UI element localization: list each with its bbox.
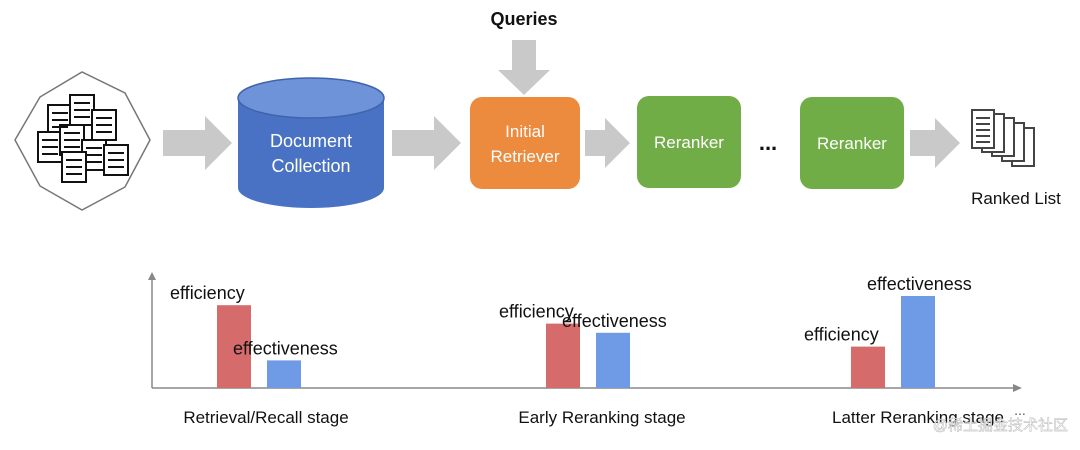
document-collection-label-line2: Collection xyxy=(271,156,350,176)
data-label-efficiency-stage-1: efficiency xyxy=(170,283,245,303)
reranker-1-label: Reranker xyxy=(654,133,724,152)
bar-efficiency-stage-2 xyxy=(546,323,580,388)
bar-efficiency-stage-1 xyxy=(217,305,251,388)
arrow-collection-to-retriever xyxy=(392,116,461,170)
query-down-arrow xyxy=(498,40,550,95)
watermark-text: @稀土掘金技术社区 xyxy=(933,417,1068,434)
stage-label-1: Retrieval/Recall stage xyxy=(183,408,348,427)
data-label-efficiency-stage-2: efficiency xyxy=(499,302,574,322)
document-pile-icon xyxy=(14,71,151,211)
reranker-1-box: Reranker xyxy=(637,96,741,188)
ranked-list-label: Ranked List xyxy=(971,189,1061,208)
document-collection-cylinder: Document Collection xyxy=(237,77,385,208)
queries-label: Queries xyxy=(490,9,557,29)
pipeline-ellipsis: ... xyxy=(759,130,777,155)
ranked-list-icon xyxy=(971,109,1035,167)
data-label-effectiveness-stage-2: effectiveness xyxy=(562,311,667,331)
data-label-effectiveness-stage-1: effectiveness xyxy=(233,338,338,358)
initial-retriever-label-line1: Initial xyxy=(505,122,545,141)
bar-effectiveness-stage-1 xyxy=(267,360,301,388)
initial-retriever-label-line2: Retriever xyxy=(491,147,560,166)
axis-ellipsis: ... xyxy=(1014,402,1026,418)
document-collection-label-line1: Document xyxy=(270,131,352,151)
arrow-docs-to-collection xyxy=(163,116,232,170)
stage-label-3: Latter Reranking stage xyxy=(832,408,1004,427)
arrow-reranker-to-ranked-list xyxy=(910,118,960,168)
bar-efficiency-stage-3 xyxy=(851,346,885,388)
data-label-efficiency-stage-3: efficiency xyxy=(804,325,879,345)
data-label-effectiveness-stage-3: effectiveness xyxy=(867,274,972,294)
arrow-retriever-to-reranker xyxy=(585,118,630,168)
initial-retriever-box: Initial Retriever xyxy=(470,97,580,189)
reranker-2-box: Reranker xyxy=(800,97,904,189)
stage-label-2: Early Reranking stage xyxy=(518,408,685,427)
bar-effectiveness-stage-2 xyxy=(596,332,630,388)
reranker-2-label: Reranker xyxy=(817,134,887,153)
bar-effectiveness-stage-3 xyxy=(901,296,935,388)
bar-chart: efficiencyeffectivenessRetrieval/Recall … xyxy=(170,274,1004,427)
